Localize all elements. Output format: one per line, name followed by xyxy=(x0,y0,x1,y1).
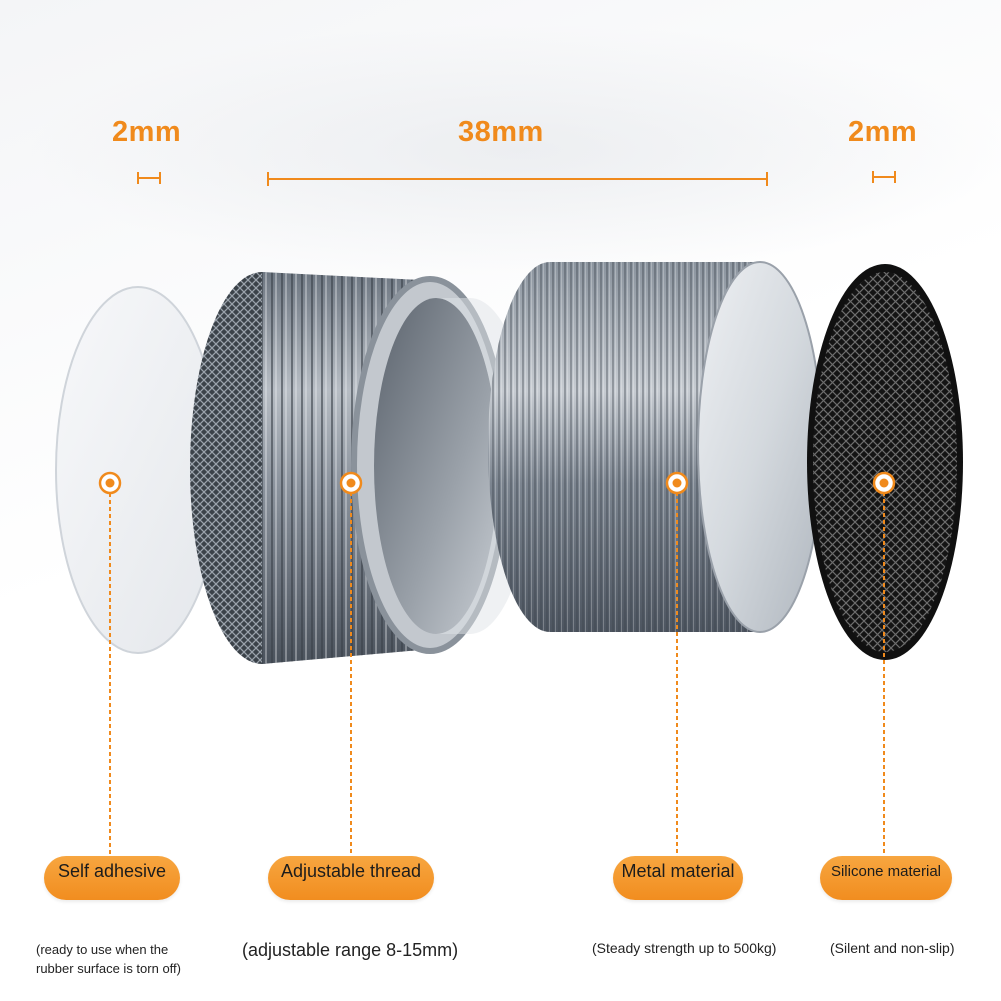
silicone-material-pill: Silicone material xyxy=(820,856,952,900)
marker-dots xyxy=(98,471,896,495)
threaded-base xyxy=(190,272,532,664)
silicone-pad xyxy=(807,264,963,660)
adjustable-thread-note: (adjustable range 8-15mm) xyxy=(242,940,459,960)
self-adhesive-note-line2: rubber surface is torn off) xyxy=(36,961,181,976)
self-adhesive-label: Self adhesive xyxy=(57,860,167,881)
self-adhesive-pill: Self adhesive xyxy=(44,856,180,900)
adjustable-thread-pill: Adjustable thread xyxy=(268,856,434,900)
metal-material-note: (Steady strength up to 500kg) xyxy=(592,940,777,956)
left-dimension-label: 2mm xyxy=(112,116,182,148)
self-adhesive-note-line1: (ready to use when the xyxy=(36,942,169,957)
silicone-material-label: Silicone material xyxy=(830,862,942,880)
metal-cap xyxy=(488,261,823,633)
dimension-arrows xyxy=(137,171,896,186)
metal-material-label: Metal material xyxy=(621,860,735,881)
metal-material-pill: Metal material xyxy=(613,856,743,900)
leader-lines xyxy=(109,492,885,862)
self-adhesive-note: (ready to use when the rubber surface is… xyxy=(36,940,181,978)
center-dimension-label: 38mm xyxy=(458,116,544,148)
silicone-material-note: (Silent and non-slip) xyxy=(830,940,955,956)
right-dimension-label: 2mm xyxy=(848,116,918,148)
adjustable-thread-label: Adjustable thread xyxy=(280,860,422,881)
